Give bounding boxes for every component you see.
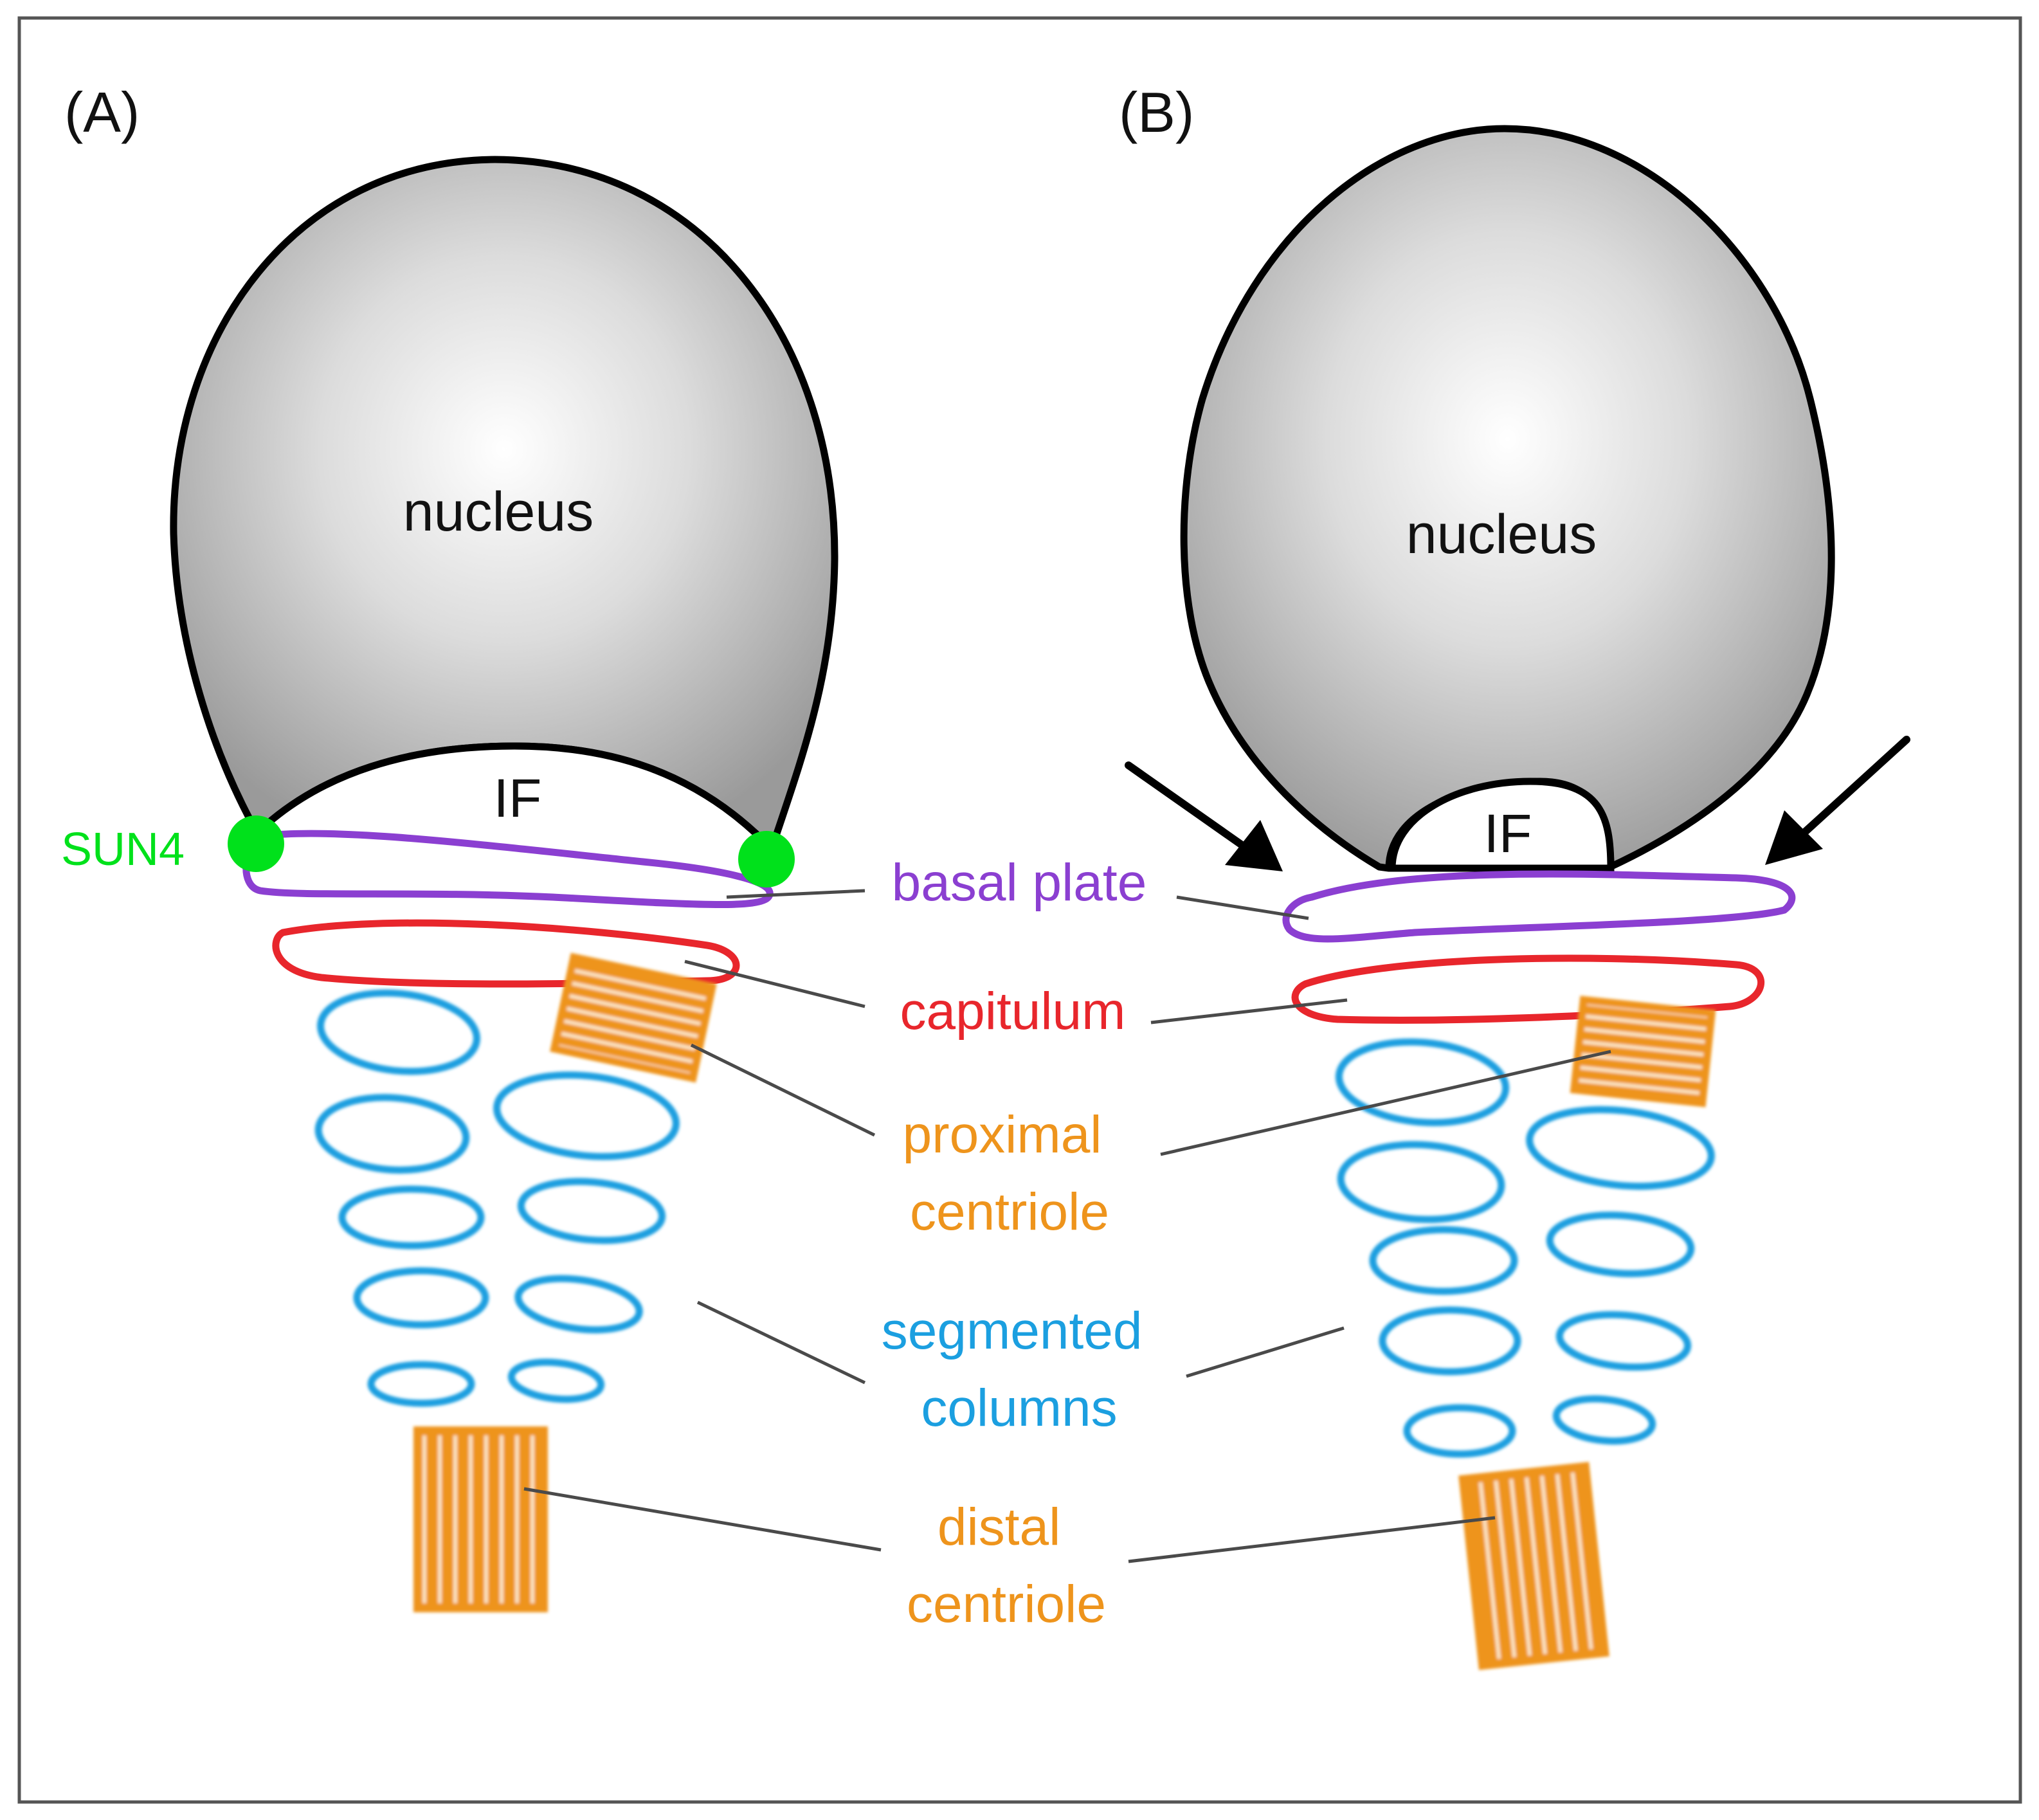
leader-distal-b xyxy=(1128,1516,1496,1563)
leader-segmented-a xyxy=(696,1300,866,1385)
basal-plate-b xyxy=(1282,870,1796,943)
arrow-icon xyxy=(1765,736,1910,865)
segmented-columns-a xyxy=(314,989,680,1407)
leader-segmented-b xyxy=(1186,1326,1345,1378)
legend-capitulum: capitulum xyxy=(900,982,1126,1041)
if-region-a xyxy=(257,746,772,849)
segmented-columns-b xyxy=(1335,1038,1715,1458)
if-region-b xyxy=(1388,778,1615,872)
leader-capitulum-b xyxy=(1150,998,1348,1024)
legend-basal-plate: basal plate xyxy=(892,853,1147,912)
capitulum-b xyxy=(1291,954,1765,1024)
capitulum-a xyxy=(272,919,740,988)
panel-label-b: (B) xyxy=(1119,80,1194,144)
nucleus-b xyxy=(1180,125,1835,872)
distal-centriole-a xyxy=(413,1426,548,1612)
panel-b: nucleus IF xyxy=(1125,125,1910,1670)
leader-lines xyxy=(523,889,1611,1563)
leader-distal-a xyxy=(523,1487,882,1552)
distal-centriole-b xyxy=(1458,1462,1609,1670)
arrow-icon xyxy=(1125,761,1283,871)
sun4-dot-right xyxy=(738,831,795,887)
figure-border xyxy=(17,16,2022,1804)
leader-capitulum-a xyxy=(684,960,865,1008)
basal-plate-a xyxy=(242,830,774,909)
legend-proximal-centriole: proximal centriole xyxy=(903,1106,1117,1241)
leader-basal-plate-b xyxy=(1176,895,1309,920)
leader-proximal-b xyxy=(1160,1050,1611,1156)
leader-basal-plate-a xyxy=(726,889,865,899)
proximal-centriole-b xyxy=(1570,996,1716,1107)
nucleus-label-b: nucleus xyxy=(1406,504,1597,565)
sun4-label: SUN4 xyxy=(61,824,185,875)
if-label-a: IF xyxy=(494,768,542,828)
panel-a: nucleus IF SUN4 xyxy=(61,156,838,1612)
panel-label-a: (A) xyxy=(64,80,140,144)
legend-segmented-columns: segmented columns xyxy=(882,1302,1157,1437)
nucleus-label-a: nucleus xyxy=(403,481,594,543)
legend-distal-centriole: distal centriole xyxy=(907,1498,1106,1633)
sun4-dot-left xyxy=(228,815,284,872)
legend: basal plate capitulum proximal centriole… xyxy=(882,853,1157,1633)
leader-proximal-a xyxy=(690,1043,876,1137)
proximal-centriole-a xyxy=(550,952,717,1083)
if-label-b: IF xyxy=(1484,803,1532,864)
